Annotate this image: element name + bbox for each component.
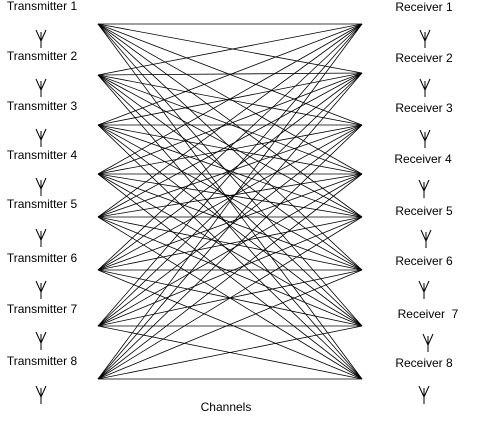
- channel-line-t2-r1: [97, 23, 363, 76]
- receiver-5: Receiver 5: [395, 204, 453, 248]
- receiver-label: Receiver 8: [395, 356, 453, 370]
- channels-caption: Channels: [201, 400, 252, 414]
- antenna-icon: [418, 385, 430, 404]
- antenna-icon: [35, 128, 47, 147]
- channel-line-t4-r1: [97, 23, 363, 175]
- receiver-8: Receiver 8: [395, 356, 453, 404]
- antenna-icon: [35, 78, 47, 97]
- channel-line-t5-r3: [97, 124, 363, 218]
- receiver-column: Receiver 1 Receiver 2 Receiver 3 Receiver 4…: [394, 0, 459, 404]
- transmitter-label: Transmitter 7: [7, 302, 78, 316]
- antenna-icon: [35, 228, 47, 247]
- transmitter-label: Transmitter 2: [7, 49, 78, 63]
- channel-line-t2-r3: [97, 74, 363, 126]
- antenna-icon: [419, 129, 431, 148]
- receiver-label: Receiver 7: [398, 307, 459, 321]
- receiver-4: Receiver 4: [394, 152, 452, 198]
- receiver-label: Receiver 2: [395, 51, 453, 65]
- channel-line-t7-r2: [97, 72, 363, 327]
- transmitter-6: Transmitter 6: [7, 251, 78, 299]
- channel-line-t6-r4: [97, 173, 363, 271]
- transmitter-label: Transmitter 4: [7, 148, 78, 162]
- channel-line-t8-r7: [97, 325, 363, 380]
- channel-line-t8-r5: [97, 216, 363, 380]
- channel-line-t7-r5: [97, 216, 363, 327]
- channel-line-t4-r3: [97, 124, 363, 175]
- transmitter-label: Transmitter 5: [7, 197, 78, 211]
- channel-line-t5-r2: [97, 72, 363, 218]
- channel-line-t7-r4: [97, 173, 363, 327]
- channel-line-t8-r6: [97, 269, 363, 380]
- transmitter-1: Transmitter 1: [7, 0, 78, 48]
- channel-line-t6-r1: [97, 23, 363, 271]
- antenna-icon: [419, 78, 431, 97]
- channel-line-t8-r1: [97, 23, 363, 380]
- transmitter-2: Transmitter 2: [7, 49, 78, 97]
- antenna-icon: [35, 29, 47, 48]
- channel-line-t6-r2: [97, 72, 363, 271]
- channel-line-t8-r3: [97, 124, 363, 380]
- channel-lines: [97, 23, 363, 380]
- antenna-icon: [418, 179, 430, 198]
- transmitter-3: Transmitter 3: [7, 99, 78, 147]
- receiver-label: Receiver 1: [395, 0, 453, 14]
- channel-line-t7-r1: [97, 23, 363, 327]
- transmitter-label: Transmitter 6: [7, 251, 78, 265]
- receiver-7: Receiver 7: [398, 307, 459, 352]
- transmitter-label: Transmitter 8: [7, 354, 78, 368]
- antenna-icon: [35, 385, 47, 404]
- receiver-label: Receiver 4: [394, 152, 452, 166]
- transmitter-8: Transmitter 8: [7, 354, 78, 404]
- transmitter-5: Transmitter 5: [7, 197, 78, 247]
- transmitter-label: Transmitter 1: [7, 0, 78, 13]
- antenna-icon: [420, 229, 432, 248]
- transmitter-label: Transmitter 3: [7, 99, 78, 113]
- receiver-1: Receiver 1: [395, 0, 453, 48]
- antenna-icon: [418, 280, 430, 299]
- transmitter-4: Transmitter 4: [7, 148, 78, 196]
- channel-line-t4-r2: [97, 72, 363, 175]
- channel-line-t3-r1: [97, 23, 363, 126]
- receiver-label: Receiver 5: [395, 204, 453, 218]
- antenna-icon: [35, 177, 47, 196]
- antenna-icon: [422, 333, 434, 352]
- receiver-label: Receiver 3: [395, 101, 453, 115]
- channel-line-t2-r7: [97, 74, 363, 327]
- transmitter-7: Transmitter 7: [7, 302, 78, 350]
- channel-line-t8-r2: [97, 72, 363, 380]
- receiver-label: Receiver 6: [395, 254, 453, 268]
- channel-line-t2-r8: [97, 74, 363, 380]
- channel-line-t6-r3: [97, 124, 363, 271]
- channel-line-t2-r2: [97, 72, 363, 76]
- receiver-2: Receiver 2: [395, 51, 453, 97]
- antenna-icon: [419, 29, 431, 48]
- channel-line-t5-r1: [97, 23, 363, 218]
- receiver-3: Receiver 3: [395, 101, 453, 148]
- channel-line-t2-r6: [97, 74, 363, 271]
- channel-line-t2-r5: [97, 74, 363, 218]
- antenna-icon: [35, 280, 47, 299]
- channel-line-t8-r4: [97, 173, 363, 380]
- receiver-6: Receiver 6: [395, 254, 453, 299]
- antenna-icon: [35, 331, 47, 350]
- channel-line-t2-r4: [97, 74, 363, 175]
- transmitter-column: Transmitter 1 Transmitter 2 Transmitter 3 T…: [7, 0, 78, 404]
- channel-line-t6-r5: [97, 216, 363, 271]
- channel-line-t5-r4: [97, 173, 363, 218]
